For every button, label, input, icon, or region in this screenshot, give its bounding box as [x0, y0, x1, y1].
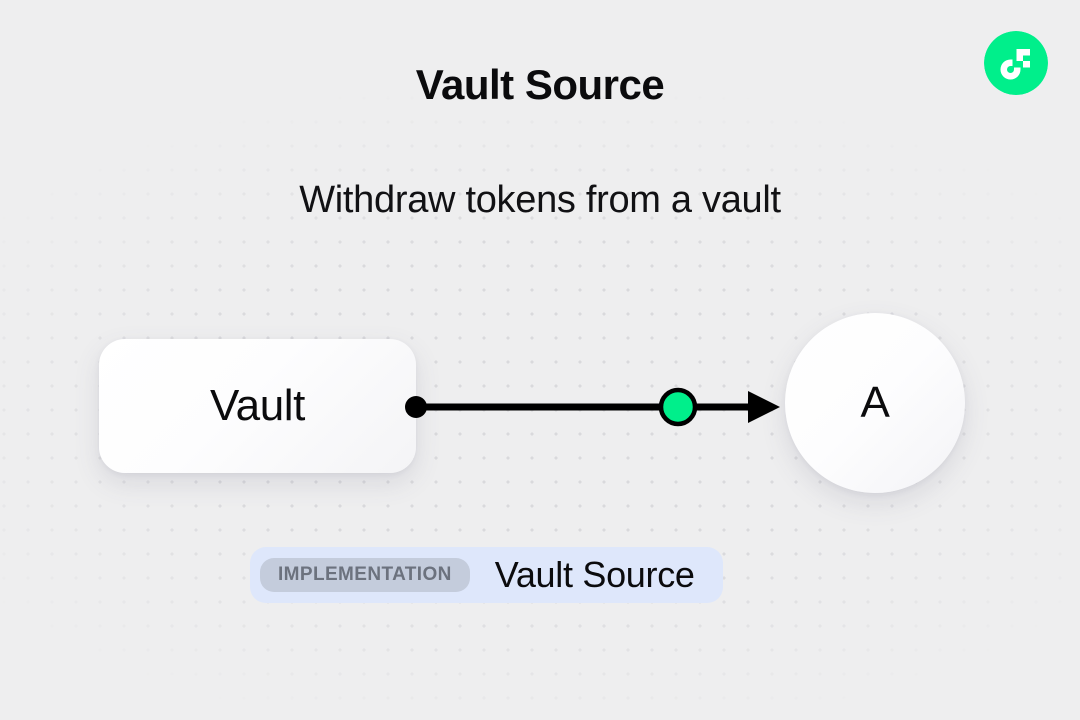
- page-title: Vault Source: [415, 61, 665, 108]
- implementation-tag-label: IMPLEMENTATION: [260, 558, 470, 592]
- edge-arrowhead-icon: [748, 391, 780, 423]
- flow-logo-icon: [984, 31, 1048, 95]
- page-subtitle: Withdraw tokens from a vault: [299, 179, 781, 221]
- edge-midpoint-marker[interactable]: [658, 387, 698, 427]
- node-vault[interactable]: Vault: [99, 339, 416, 473]
- node-a[interactable]: A: [785, 313, 965, 493]
- edge-source-handle[interactable]: [405, 396, 427, 418]
- node-a-label: A: [860, 378, 890, 427]
- node-vault-label: Vault: [209, 381, 306, 430]
- implementation-name: Vault Source: [494, 554, 695, 595]
- implementation-badge[interactable]: IMPLEMENTATION Vault Source: [250, 547, 723, 603]
